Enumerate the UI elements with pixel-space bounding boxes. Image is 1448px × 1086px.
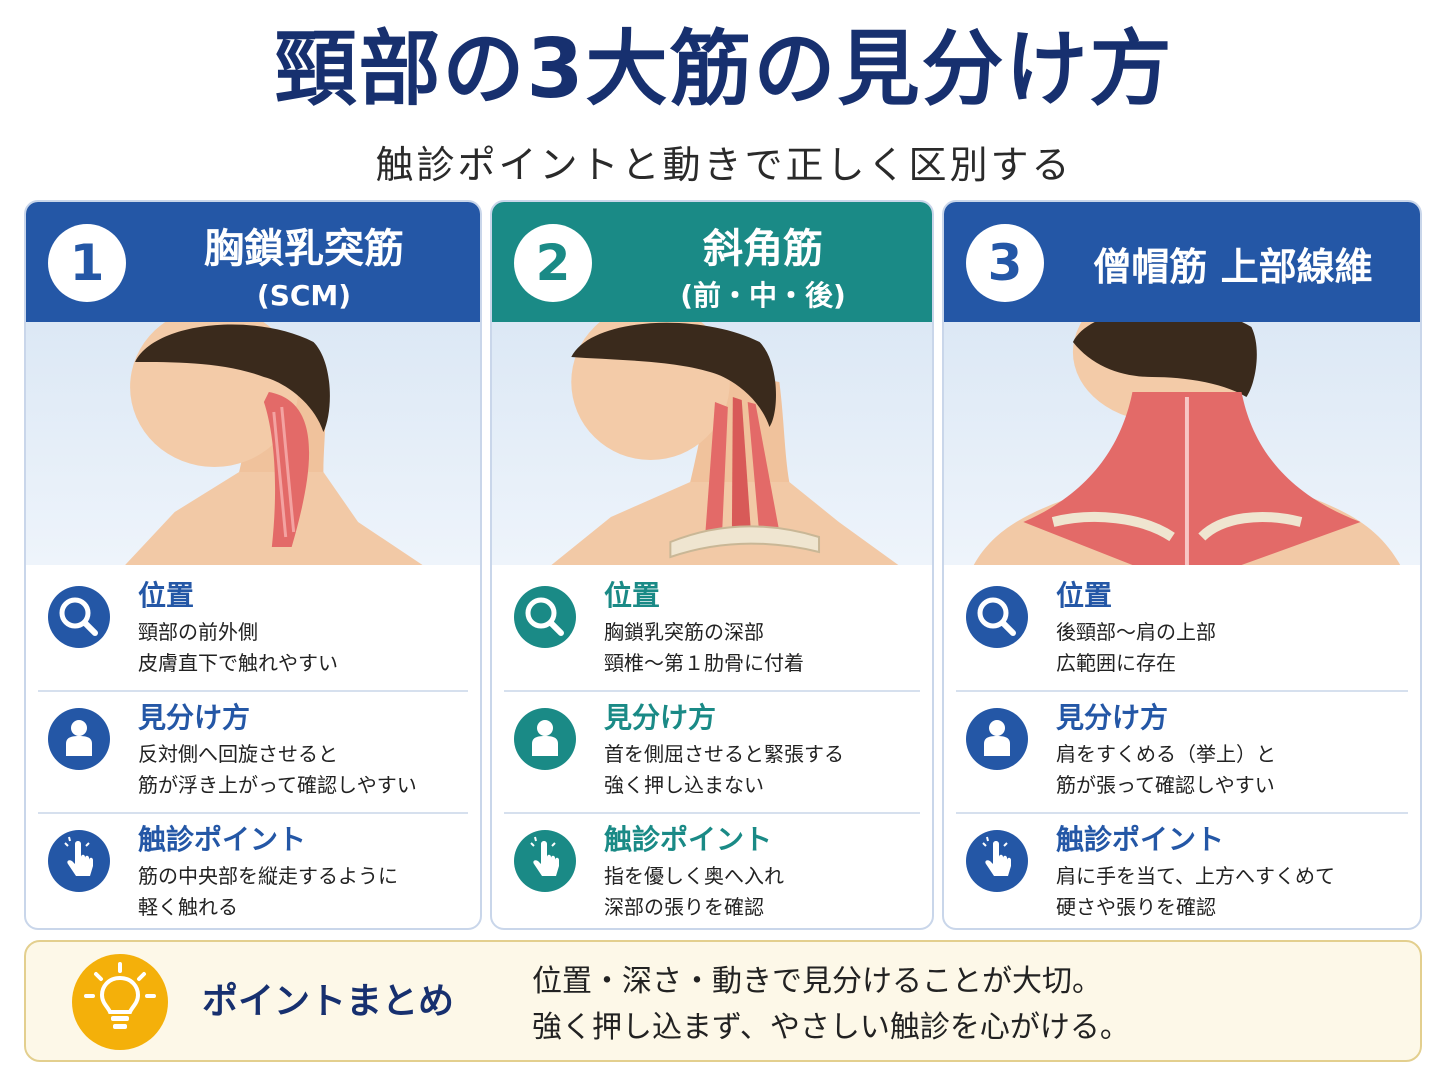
- lightbulb-icon: [72, 954, 168, 1050]
- card-header: 2 斜角筋 (前・中・後): [492, 202, 932, 322]
- row-text: 深部の張りを確認: [604, 895, 764, 919]
- summary-text: 位置・深さ・動きで見分けることが大切。: [532, 964, 1102, 999]
- row-title: 触診ポイント: [1056, 823, 1225, 856]
- info-rows: 位置 後頸部〜肩の上部 広範囲に存在 見分け方 肩をすくめる（挙上）と 筋が張っ…: [956, 570, 1408, 928]
- info-rows: 位置 頸部の前外側 皮膚直下で触れやすい 見分け方 反対側へ回旋させると 筋が浮…: [38, 570, 468, 928]
- row-title: 位置: [138, 579, 195, 612]
- page-subtitle: 触診ポイントと動きで正しく区別する: [375, 143, 1073, 187]
- row-text: 筋の中央部を縦走するように: [138, 864, 398, 888]
- muscle-subname: (SCM): [256, 279, 352, 312]
- scalenes-illustration: [492, 322, 932, 565]
- person-icon: [514, 708, 576, 770]
- row-title: 触診ポイント: [138, 823, 307, 856]
- person-icon: [48, 708, 110, 770]
- card-header: 3 僧帽筋 上部線維: [944, 202, 1420, 322]
- row-title: 位置: [1056, 579, 1113, 612]
- pointing-hand-icon: [966, 830, 1028, 892]
- muscle-name: 斜角筋: [703, 226, 823, 272]
- row-text: 筋が浮き上がって確認しやすい: [138, 773, 417, 797]
- card-scalenes: 2 斜角筋 (前・中・後) 位置 胸鎖乳突筋の深部 頸椎〜第１肋骨に付着: [490, 200, 934, 930]
- card-header: 1 胸鎖乳突筋 (SCM): [26, 202, 480, 322]
- row-text: 広範囲に存在: [1056, 651, 1176, 675]
- summary-title: ポイントまとめ: [202, 981, 455, 1022]
- row-text: 反対側へ回旋させると: [138, 742, 338, 766]
- card-number: 1: [48, 224, 126, 302]
- row-identify: 見分け方 首を側屈させると緊張する 強く押し込まない: [504, 692, 920, 814]
- row-text: 胸鎖乳突筋の深部: [604, 620, 764, 644]
- magnifier-icon: [48, 586, 110, 648]
- row-text: 筋が張って確認しやすい: [1056, 773, 1275, 797]
- row-identify: 見分け方 肩をすくめる（挙上）と 筋が張って確認しやすい: [956, 692, 1408, 814]
- row-palpation: 触診ポイント 筋の中央部を縦走するように 軽く触れる: [38, 814, 468, 928]
- magnifier-icon: [514, 586, 576, 648]
- person-icon: [966, 708, 1028, 770]
- magnifier-icon: [966, 586, 1028, 648]
- row-text: 指を優しく奥へ入れ: [604, 864, 784, 888]
- row-text: 皮膚直下で触れやすい: [138, 651, 338, 675]
- row-text: 強く押し込まない: [604, 773, 764, 797]
- pointing-hand-icon: [48, 830, 110, 892]
- row-title: 見分け方: [604, 701, 717, 734]
- summary-text: 強く押し込まず、やさしい触診を心がける。: [532, 1010, 1130, 1045]
- pointing-hand-icon: [514, 830, 576, 892]
- summary-box: ポイントまとめ 位置・深さ・動きで見分けることが大切。 強く押し込まず、やさしい…: [24, 940, 1422, 1062]
- row-text: 首を側屈させると緊張する: [604, 742, 844, 766]
- row-text: 肩に手を当て、上方へすくめて: [1056, 864, 1335, 888]
- muscle-name: 僧帽筋 上部線維: [1093, 245, 1373, 289]
- scm-illustration: [26, 322, 480, 565]
- card-scm: 1 胸鎖乳突筋 (SCM) 位置 頸部の前外側 皮膚直下で触れやすい 見分け方: [24, 200, 482, 930]
- row-title: 見分け方: [1056, 701, 1169, 734]
- row-title: 位置: [604, 579, 661, 612]
- row-palpation: 触診ポイント 肩に手を当て、上方へすくめて 硬さや張りを確認: [956, 814, 1408, 928]
- row-position: 位置 頸部の前外側 皮膚直下で触れやすい: [38, 570, 468, 692]
- card-trapezius: 3 僧帽筋 上部線維 位置 後頸部〜肩の上部 広範囲に存在 見分け方: [942, 200, 1422, 930]
- row-position: 位置 後頸部〜肩の上部 広範囲に存在: [956, 570, 1408, 692]
- row-identify: 見分け方 反対側へ回旋させると 筋が浮き上がって確認しやすい: [38, 692, 468, 814]
- row-position: 位置 胸鎖乳突筋の深部 頸椎〜第１肋骨に付着: [504, 570, 920, 692]
- trapezius-illustration: [944, 322, 1420, 565]
- card-number: 2: [514, 224, 592, 302]
- page-title: 頸部の3大筋の見分け方: [274, 22, 1174, 117]
- row-text: 硬さや張りを確認: [1056, 895, 1216, 919]
- muscle-name: 胸鎖乳突筋: [204, 226, 404, 272]
- row-title: 触診ポイント: [604, 823, 773, 856]
- row-text: 頸部の前外側: [138, 620, 258, 644]
- row-text: 肩をすくめる（挙上）と: [1056, 742, 1276, 766]
- row-text: 頸椎〜第１肋骨に付着: [604, 651, 804, 675]
- row-palpation: 触診ポイント 指を優しく奥へ入れ 深部の張りを確認: [504, 814, 920, 928]
- row-title: 見分け方: [138, 701, 251, 734]
- muscle-subname: (前・中・後): [680, 279, 846, 312]
- card-number: 3: [966, 224, 1044, 302]
- info-rows: 位置 胸鎖乳突筋の深部 頸椎〜第１肋骨に付着 見分け方 首を側屈させると緊張する…: [504, 570, 920, 928]
- row-text: 軽く触れる: [138, 895, 238, 919]
- row-text: 後頸部〜肩の上部: [1056, 620, 1216, 644]
